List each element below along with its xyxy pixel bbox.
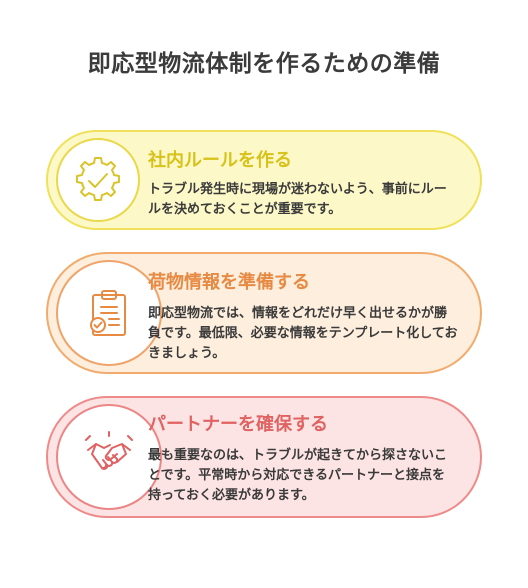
gear-check-icon xyxy=(76,157,120,201)
handshake-icon xyxy=(85,431,133,470)
clipboard-check-icon xyxy=(90,290,126,336)
icon-circle xyxy=(56,138,140,222)
card-partner: パートナーを確保する 最も重要なのは、トラブルが起きてから探さないことです。平常… xyxy=(46,396,482,518)
page-title: 即応型物流体制を作るための準備 xyxy=(87,51,441,77)
card-body: 即応型物流では、情報をどれだけ早く出せるかが勝負です。最低限、必要な情報をテンプ… xyxy=(148,306,458,361)
card-heading: 社内ルールを作る xyxy=(148,150,292,171)
card-company-rules: 社内ルールを作る トラブル発生時に現場が迷わないよう、事前にルールを決めておくこ… xyxy=(46,130,482,230)
card-body: トラブル発生時に現場が迷わないよう、事前にルールを決めておくことが重要です。 xyxy=(148,182,447,217)
card-heading: 荷物情報を準備する xyxy=(148,272,310,293)
card-cargo-info: 荷物情報を準備する 即応型物流では、情報をどれだけ早く出せるかが勝負です。最低限… xyxy=(46,252,482,374)
card-heading: パートナーを確保する xyxy=(148,414,328,435)
icon-circle xyxy=(56,260,162,366)
icon-circle xyxy=(56,404,162,510)
card-body: 最も重要なのは、トラブルが起きてから探さないことです。平常時から対応できるパート… xyxy=(148,448,448,503)
